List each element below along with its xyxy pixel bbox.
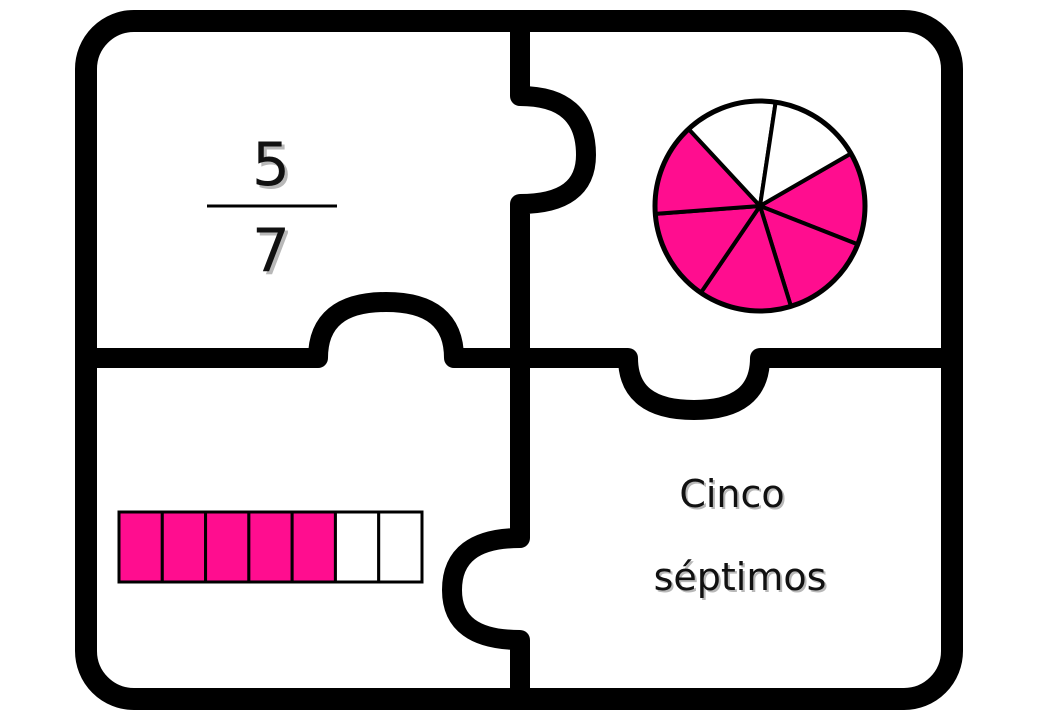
- fraction-denominator: 7: [252, 216, 290, 286]
- puzzle-divider-vertical-bottom: [442, 358, 530, 699]
- fraction-numerator: 5: [252, 130, 290, 200]
- bar-cell-filled: [204, 510, 251, 584]
- pie-piece: [652, 98, 868, 314]
- fraction-denominator-shadow: 7: [255, 219, 293, 289]
- fraction-piece: 5 5 7 7: [207, 130, 337, 289]
- pie-outline: [652, 98, 868, 314]
- fraction-numerator-shadow: 5: [255, 133, 293, 203]
- bar-piece: [117, 510, 424, 584]
- bar-cell-filled: [117, 510, 164, 584]
- words-line-1-shadow: Cinco: [681, 474, 786, 518]
- words-line-2: séptimos: [654, 555, 827, 599]
- words-line-1: Cinco: [679, 472, 784, 516]
- puzzle-divider-vertical-top: [510, 21, 596, 358]
- bar-cell-filled: [160, 510, 208, 584]
- puzzle-divider-horizontal-left: [86, 292, 520, 368]
- puzzle-divider-horizontal-right: [520, 348, 952, 420]
- words-line-2-shadow: séptimos: [656, 557, 829, 601]
- words-piece: Cinco Cinco séptimos séptimos: [654, 472, 829, 601]
- bar-cell-empty: [377, 510, 424, 584]
- bar-cell-filled: [290, 510, 337, 584]
- bar-cell-filled: [247, 510, 294, 584]
- bar-cell-empty: [333, 510, 381, 584]
